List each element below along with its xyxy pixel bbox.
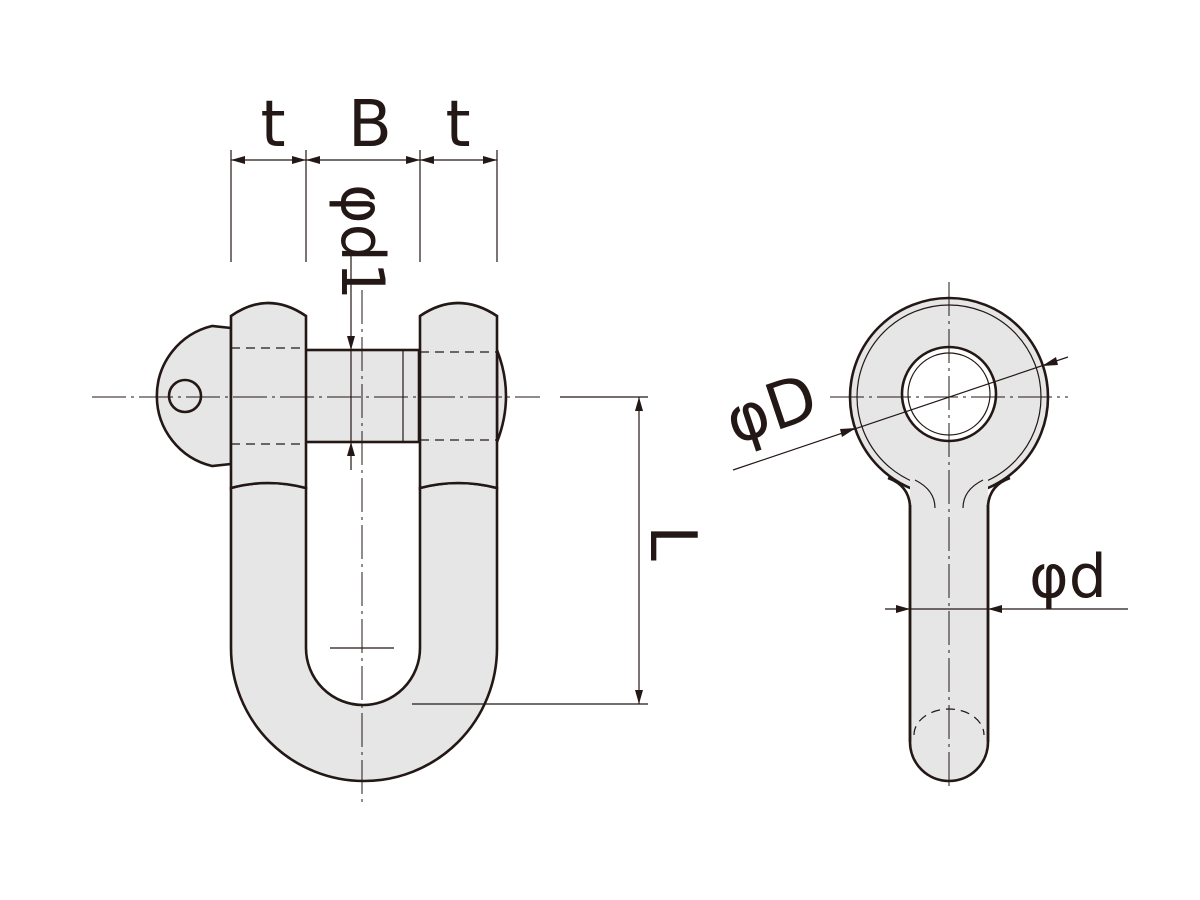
shackle-right-leg xyxy=(418,301,499,490)
dimension-l xyxy=(412,396,648,705)
phi-d1-label: φd1 xyxy=(327,184,397,300)
b-label: B xyxy=(348,88,392,162)
pin-body xyxy=(301,348,421,444)
l-label: L xyxy=(635,525,709,561)
t-right-label: t xyxy=(445,88,470,162)
dimension-top xyxy=(230,150,498,262)
pin-nut xyxy=(495,349,508,443)
dimension-phi-small-d xyxy=(885,605,1128,613)
phi-small-d-label: φd xyxy=(1029,542,1107,612)
shackle-u-body xyxy=(229,481,499,783)
shackle-front-view xyxy=(92,290,540,805)
shackle-left-leg xyxy=(229,301,308,490)
t-left-label: t xyxy=(260,88,285,162)
eye-hole xyxy=(167,378,203,414)
dimension-phi-big-d xyxy=(732,356,1069,471)
pin-side-view xyxy=(830,282,1068,790)
phi-big-d-label: φD xyxy=(716,360,826,459)
dimension-phi-d1 xyxy=(340,250,362,470)
